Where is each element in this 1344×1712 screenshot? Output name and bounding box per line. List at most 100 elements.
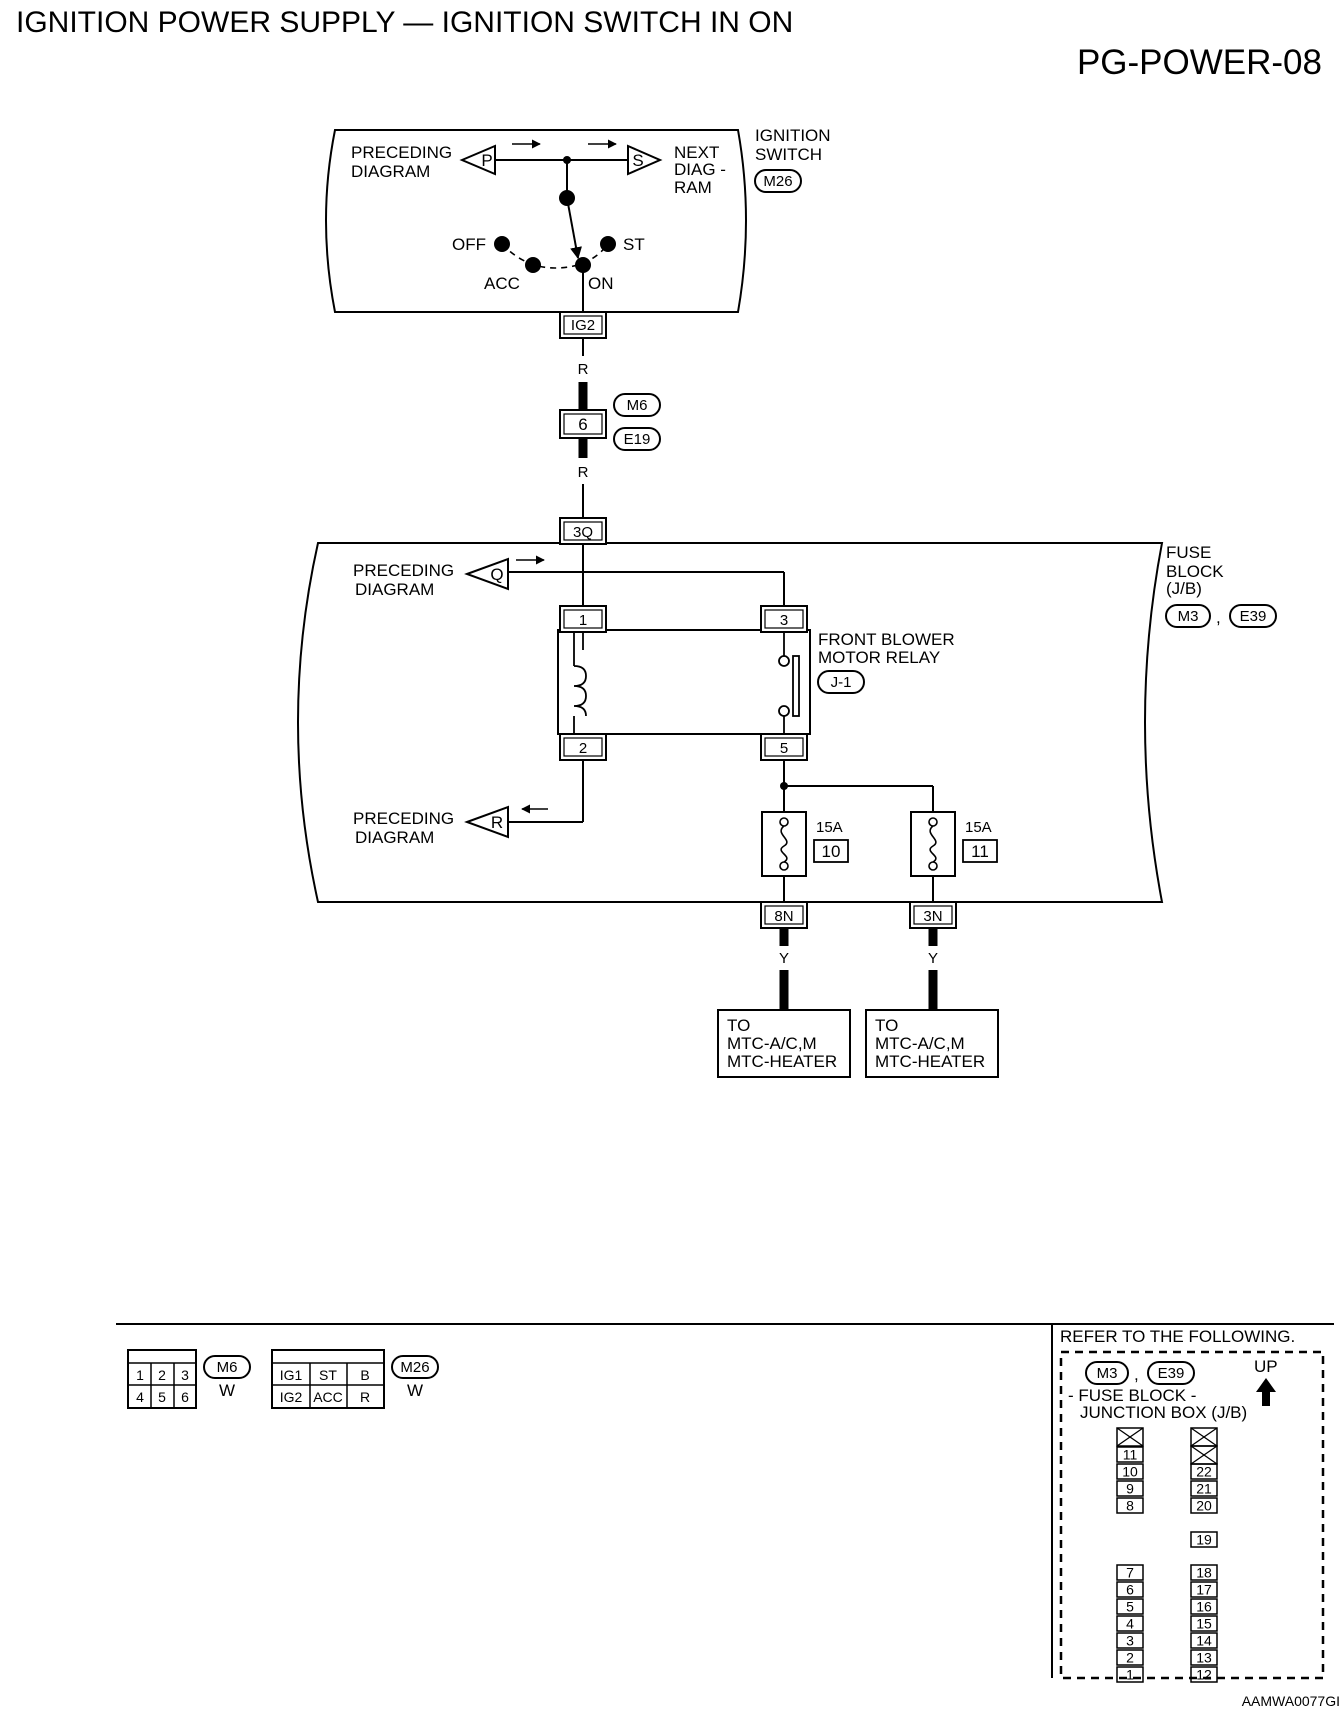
svg-text:5: 5 bbox=[158, 1389, 166, 1405]
svg-text:S: S bbox=[632, 151, 643, 170]
svg-text:3: 3 bbox=[181, 1367, 189, 1383]
reference-up-label: UP bbox=[1254, 1357, 1278, 1376]
svg-text:2: 2 bbox=[158, 1367, 166, 1383]
svg-text:MTC-HEATER: MTC-HEATER bbox=[727, 1052, 837, 1071]
fuse-11 bbox=[910, 811, 956, 877]
svg-text:2: 2 bbox=[1126, 1650, 1134, 1666]
svg-text:J-1: J-1 bbox=[831, 674, 852, 691]
svg-text:18: 18 bbox=[1196, 1565, 1212, 1581]
arrow-p-icon: P bbox=[459, 144, 496, 176]
fuse-slot-10: 10 bbox=[1116, 1463, 1144, 1480]
svg-text:1: 1 bbox=[1126, 1667, 1134, 1683]
fuse-slot-17: 17 bbox=[1190, 1581, 1218, 1598]
svg-text:13: 13 bbox=[1196, 1650, 1212, 1666]
fuse-slot-11: 11 bbox=[1116, 1446, 1144, 1463]
fuse-slot-21: 21 bbox=[1190, 1480, 1218, 1497]
fuse-block-label-1: FUSE bbox=[1166, 543, 1211, 562]
svg-text:11: 11 bbox=[1123, 1447, 1138, 1463]
pos-acc: ACC bbox=[484, 274, 520, 293]
arrow-s-icon: S bbox=[627, 144, 663, 176]
connector-face-m26: IG1 ST B IG2 ACC R bbox=[271, 1349, 385, 1409]
connector-badge-e19: E19 bbox=[613, 427, 661, 451]
fuse-slot-8: 8 bbox=[1116, 1497, 1144, 1514]
fuse-slot-2: 2 bbox=[1116, 1649, 1144, 1666]
page-title: IGNITION POWER SUPPLY — IGNITION SWITCH … bbox=[16, 6, 793, 39]
svg-text:R: R bbox=[491, 813, 503, 832]
svg-text:M6: M6 bbox=[627, 397, 648, 414]
unused-slot-left-icon bbox=[1116, 1427, 1144, 1447]
fuse-slot-19: 19 bbox=[1190, 1531, 1218, 1548]
relay-label-1: FRONT BLOWER bbox=[818, 630, 955, 649]
next-label-2: DIAG - bbox=[674, 160, 726, 179]
fuse-slot-20: 20 bbox=[1190, 1497, 1218, 1514]
svg-text:Q: Q bbox=[490, 565, 503, 584]
wire-color-y-2: Y bbox=[928, 950, 938, 967]
svg-text:3Q: 3Q bbox=[573, 524, 593, 541]
fuse-slot-14: 14 bbox=[1190, 1632, 1218, 1649]
connector-face-m26-badge: M26 bbox=[391, 1355, 439, 1379]
relay-pin-2: 2 bbox=[559, 733, 607, 761]
connector-badge-m6: M6 bbox=[613, 393, 661, 417]
svg-text:5: 5 bbox=[1126, 1599, 1134, 1615]
svg-text:4: 4 bbox=[1126, 1616, 1134, 1632]
svg-text:2: 2 bbox=[579, 740, 587, 757]
fuse-slot-3: 3 bbox=[1116, 1632, 1144, 1649]
svg-text:TO: TO bbox=[875, 1016, 898, 1035]
wire-color-r-1: R bbox=[578, 361, 589, 378]
unused-slot-right-icon bbox=[1190, 1427, 1218, 1465]
svg-text:14: 14 bbox=[1196, 1633, 1212, 1649]
arrow-q-icon: Q bbox=[464, 557, 509, 591]
fuse-preceding-top-2: DIAGRAM bbox=[355, 580, 434, 599]
svg-text:22: 22 bbox=[1196, 1464, 1212, 1480]
destination-box-a: TO MTC-A/C,M MTC-HEATER bbox=[717, 1009, 851, 1078]
svg-text:B: B bbox=[360, 1367, 369, 1383]
up-arrow-icon bbox=[1256, 1378, 1276, 1406]
relay-label-2: MOTOR RELAY bbox=[818, 648, 940, 667]
svg-text:9: 9 bbox=[1126, 1481, 1134, 1497]
preceding-label-bottom: DIAGRAM bbox=[351, 162, 430, 181]
page-code: PG-POWER-08 bbox=[1077, 43, 1322, 82]
terminal-8n: 8N bbox=[760, 901, 808, 929]
svg-text:R: R bbox=[360, 1389, 370, 1405]
svg-text:11: 11 bbox=[971, 842, 989, 861]
arrow-r-icon: R bbox=[464, 805, 509, 839]
fuse-slot-7: 7 bbox=[1116, 1564, 1144, 1581]
wire-color-y-1: Y bbox=[779, 950, 789, 967]
pos-off: OFF bbox=[452, 235, 486, 254]
next-label-3: RAM bbox=[674, 178, 712, 197]
fuse-slot-12: 12 bbox=[1190, 1666, 1218, 1683]
front-blower-motor-relay bbox=[557, 629, 811, 735]
fuse-slot-1: 1 bbox=[1116, 1666, 1144, 1683]
svg-text:7: 7 bbox=[1126, 1565, 1134, 1581]
connector-face-m6: 1 2 3 4 5 6 bbox=[127, 1349, 197, 1409]
svg-text:10: 10 bbox=[1122, 1464, 1138, 1480]
reference-badge-e39: E39 bbox=[1147, 1361, 1195, 1385]
fuse-block-label-2: BLOCK bbox=[1166, 562, 1224, 581]
fuse-preceding-top-1: PRECEDING bbox=[353, 561, 454, 580]
svg-text:TO: TO bbox=[727, 1016, 750, 1035]
svg-text:M26: M26 bbox=[763, 173, 792, 190]
svg-text:8N: 8N bbox=[774, 908, 793, 925]
relay-pin-1: 1 bbox=[559, 605, 607, 633]
relay-pin-3: 3 bbox=[760, 605, 808, 633]
reference-name-2: JUNCTION BOX (J/B) bbox=[1080, 1403, 1247, 1422]
svg-text:1: 1 bbox=[579, 612, 587, 629]
fuse-11-number: 11 bbox=[962, 839, 998, 863]
svg-text:3: 3 bbox=[780, 612, 788, 629]
fuse-slot-16: 16 bbox=[1190, 1598, 1218, 1615]
connector-face-m6-color: W bbox=[219, 1381, 235, 1400]
terminal-ig2: IG2 bbox=[559, 311, 607, 339]
svg-text:15: 15 bbox=[1196, 1616, 1212, 1632]
svg-text:16: 16 bbox=[1196, 1599, 1212, 1615]
connector-badge-e39: E39 bbox=[1229, 604, 1277, 628]
svg-text:4: 4 bbox=[136, 1389, 144, 1405]
relay-pin-5: 5 bbox=[760, 733, 808, 761]
svg-text:M6: M6 bbox=[217, 1359, 238, 1376]
fuse-preceding-bottom-1: PRECEDING bbox=[353, 809, 454, 828]
reference-dashed-box bbox=[1059, 1350, 1325, 1680]
connector-badge-m26: M26 bbox=[754, 169, 802, 193]
terminal-3q: 3Q bbox=[559, 517, 607, 545]
svg-text:E39: E39 bbox=[1158, 1365, 1185, 1382]
preceding-label-top: PRECEDING bbox=[351, 143, 452, 162]
